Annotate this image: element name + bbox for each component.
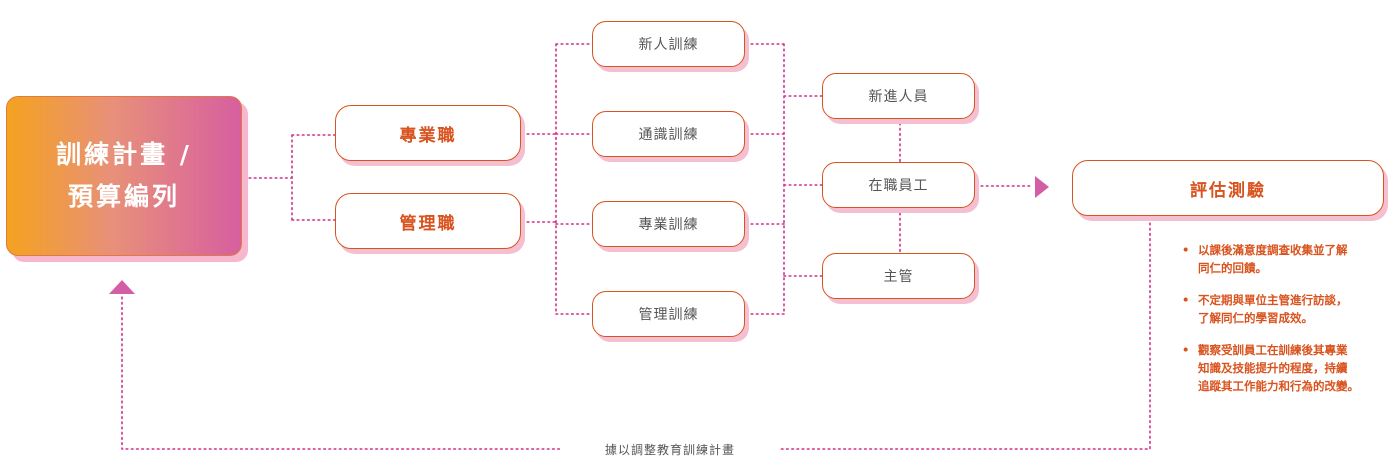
- note-line: 以課後滿意度調查收集並了解: [1198, 243, 1348, 257]
- course-newcomer-label: 新人訓練: [638, 37, 699, 53]
- course-professional: 專業訓練: [592, 201, 745, 247]
- note-line: 了解同仁的學習成效。: [1198, 311, 1313, 325]
- evaluation-note: 以課後滿意度調查收集並了解 同仁的回饋。: [1180, 241, 1385, 277]
- audience-supervisor-label: 主管: [883, 269, 914, 285]
- arrow-up-icon: [109, 280, 135, 294]
- track-professional-label: 專業職: [399, 125, 457, 146]
- track-professional: 專業職: [335, 105, 521, 161]
- course-newcomer: 新人訓練: [592, 21, 745, 67]
- note-line: 同仁的回饋。: [1198, 261, 1267, 275]
- audience-current-staff: 在職員工: [822, 162, 975, 208]
- evaluation-note: 不定期與單位主管進行訪談， 了解同仁的學習成效。: [1180, 291, 1385, 327]
- training-plan-box: 訓練計畫 / 預算編列: [6, 96, 242, 256]
- training-plan-line2: 預算編列: [67, 182, 180, 211]
- arrow-right-icon: [1035, 176, 1049, 198]
- note-line: 追蹤其工作能力和行為的改變。: [1198, 379, 1359, 393]
- note-line: 知識及技能提升的程度，持續: [1198, 361, 1348, 375]
- audience-new-staff-label: 新進人員: [868, 89, 929, 105]
- note-line: 不定期與單位主管進行訪談，: [1198, 293, 1348, 307]
- note-line: 觀察受訓員工在訓練後其專業: [1198, 343, 1348, 357]
- feedback-label: 據以調整教育訓練計畫: [560, 441, 780, 458]
- connector-tracks-to-courses: [521, 43, 593, 315]
- audience-new-staff: 新進人員: [822, 73, 975, 119]
- evaluation-notes: 以課後滿意度調查收集並了解 同仁的回饋。 不定期與單位主管進行訪談， 了解同仁的…: [1180, 241, 1385, 409]
- audience-supervisor: 主管: [822, 253, 975, 299]
- track-management: 管理職: [335, 193, 521, 249]
- training-plan-line1: 訓練計畫 /: [56, 140, 192, 169]
- connector-main-to-tracks: [243, 134, 337, 221]
- course-management-label: 管理訓練: [638, 307, 699, 323]
- course-management: 管理訓練: [592, 291, 745, 337]
- audience-current-staff-label: 在職員工: [868, 178, 929, 194]
- connector-courses-to-audiences: [745, 43, 823, 315]
- evaluation-title: 評估測驗: [1190, 180, 1266, 201]
- evaluation-note: 觀察受訓員工在訓練後其專業 知識及技能提升的程度，持續 追蹤其工作能力和行為的改…: [1180, 341, 1385, 395]
- evaluation-box: 評估測驗: [1072, 160, 1384, 216]
- course-professional-label: 專業訓練: [638, 217, 699, 233]
- track-management-label: 管理職: [399, 213, 457, 234]
- course-general: 通識訓練: [592, 111, 745, 157]
- course-general-label: 通識訓練: [638, 127, 699, 143]
